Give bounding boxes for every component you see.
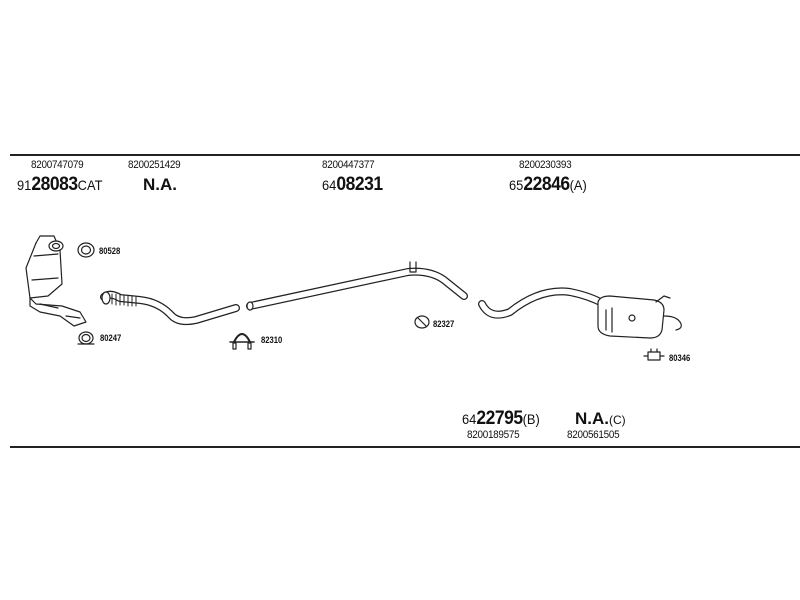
part-suffix: (B): [522, 411, 540, 427]
part-number-catalyst: 9128083CAT: [17, 175, 102, 194]
part-main-number: 22795: [476, 408, 523, 429]
part-number-middle-pipe: 6408231: [322, 175, 383, 194]
rubber-hanger-icon: [643, 348, 665, 361]
part-number-rear-silencer: 6522846(A): [509, 175, 587, 194]
rear-silencer: [597, 295, 682, 339]
fitting-code-80247: 80247: [100, 333, 122, 343]
part-suffix: (C): [609, 413, 626, 427]
front-pipe: [100, 290, 240, 326]
part-suffix: CAT: [77, 177, 103, 193]
oe-number-catalyst: 8200747079: [31, 159, 84, 171]
oe-number-middle-pipe: 8200447377: [322, 159, 375, 171]
oe-number-c: 8200561505: [567, 429, 620, 441]
part-number-b: 6422795(B): [462, 409, 540, 428]
part-prefix: 64: [462, 411, 477, 427]
middle-pipe: [246, 261, 468, 311]
top-rule: [10, 154, 800, 156]
pipe-clamp-icon: [229, 333, 255, 350]
not-available-c: N.A.(C): [575, 410, 626, 427]
gasket-ring-icon: [77, 242, 95, 258]
part-prefix: 64: [322, 177, 337, 193]
bottom-rule: [10, 446, 800, 448]
part-prefix: 65: [509, 177, 524, 193]
gasket-ring-icon: [77, 331, 95, 345]
part-suffix: (A): [569, 177, 587, 193]
part-prefix: 91: [17, 177, 32, 193]
na-text: N.A.: [575, 409, 609, 428]
fitting-code-80528: 80528: [99, 246, 121, 256]
part-main-number: 28083: [31, 174, 78, 195]
rear-pipe: [478, 287, 608, 319]
oe-number-rear-silencer: 8200230393: [519, 159, 572, 171]
fitting-code-82327: 82327: [433, 319, 455, 329]
oe-number-b: 8200189575: [467, 429, 520, 441]
oe-number-front-pipe: 8200251429: [128, 159, 181, 171]
fitting-code-80346: 80346: [669, 353, 691, 363]
part-main-number: 08231: [336, 174, 383, 195]
fitting-code-82310: 82310: [261, 335, 283, 345]
not-available-front-pipe: N.A.: [143, 175, 177, 194]
part-main-number: 22846: [523, 174, 570, 195]
catalytic-converter: [25, 235, 87, 327]
clamp-ring-icon: [414, 315, 430, 329]
